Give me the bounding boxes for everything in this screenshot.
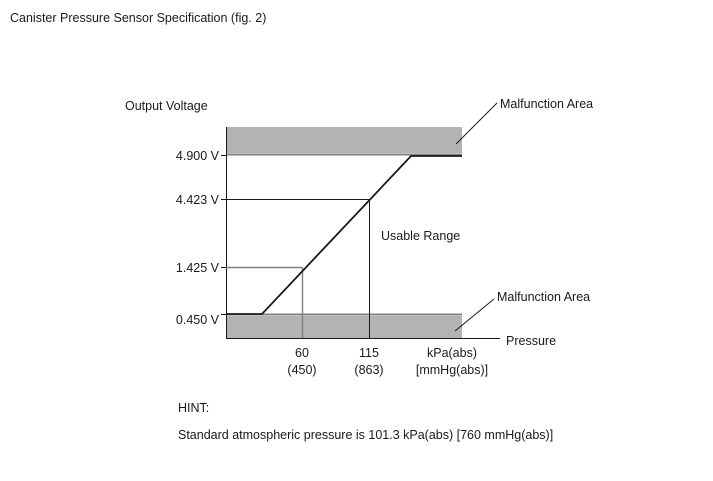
y-tick-label-4900: 4.900 V	[176, 149, 220, 163]
leader-line-malfunction-lower	[454, 298, 495, 332]
y-tick-label-1425: 1.425 V	[176, 261, 220, 275]
x-axis-title: Pressure	[506, 334, 556, 348]
x-axis-unit-primary: kPa(abs)	[427, 346, 477, 360]
annotation-usable-range: Usable Range	[381, 229, 460, 243]
hint-text: Standard atmospheric pressure is 101.3 k…	[178, 428, 554, 442]
annotation-malfunction-upper: Malfunction Area	[500, 97, 593, 111]
sensor-output-curve	[226, 155, 462, 315]
x-tick-label-60: 60	[295, 346, 309, 360]
leader-line-malfunction-upper	[455, 102, 498, 145]
page-title: Canister Pressure Sensor Specification (…	[10, 11, 267, 25]
x-tick-sublabel-863: (863)	[354, 363, 383, 377]
annotation-malfunction-lower: Malfunction Area	[497, 290, 590, 304]
x-tick-label-115: 115	[359, 346, 379, 360]
hint-label: HINT:	[178, 401, 210, 415]
x-tick-sublabel-450: (450)	[287, 363, 316, 377]
x-axis-unit-secondary: [mmHg(abs)]	[416, 363, 488, 377]
malfunction-band-upper	[226, 127, 462, 153]
y-tick-label-0450: 0.450 V	[176, 313, 220, 327]
y-axis-title: Output Voltage	[125, 99, 208, 113]
malfunction-band-lower	[226, 316, 462, 338]
y-tick-label-4423: 4.423 V	[176, 193, 220, 207]
hint-block: HINT: Standard atmospheric pressure is 1…	[178, 401, 553, 442]
